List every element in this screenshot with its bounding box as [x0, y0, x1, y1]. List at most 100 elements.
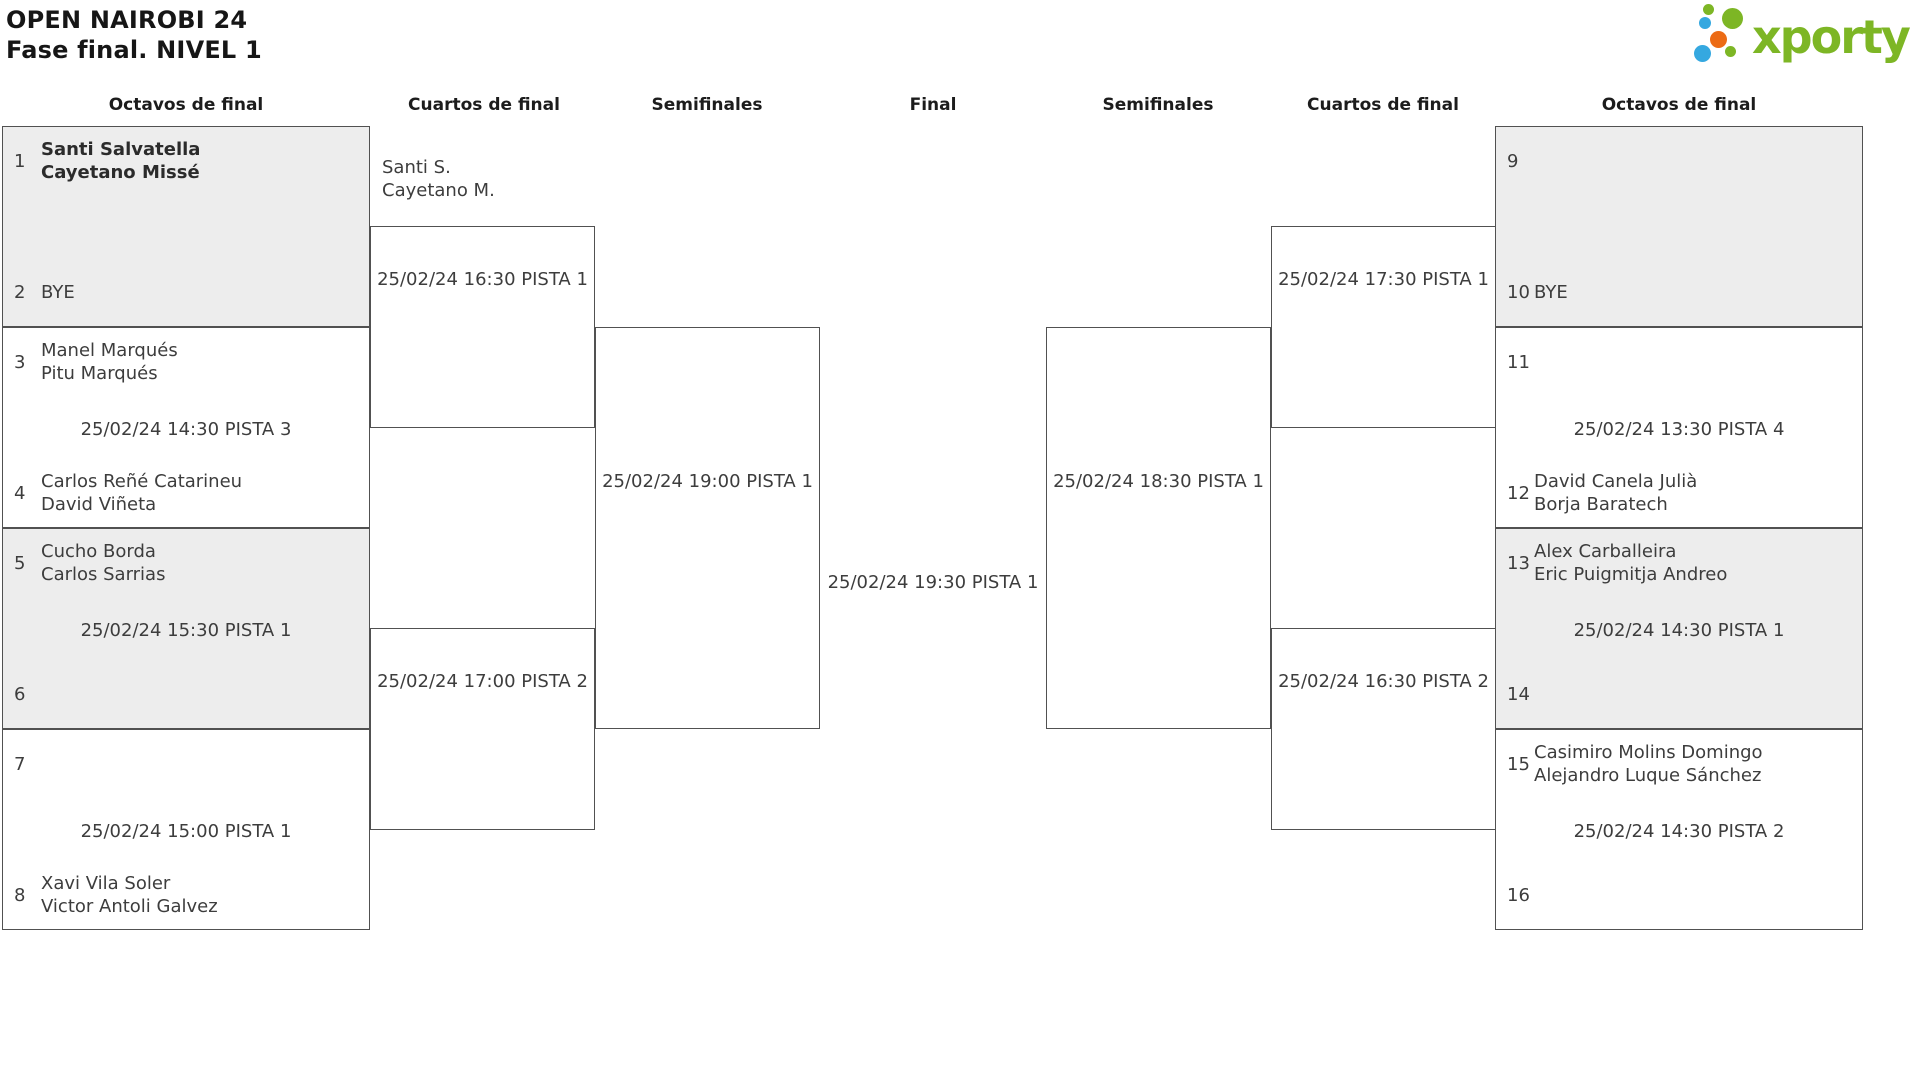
team-names: Casimiro Molins Domingo Alejandro Luque …	[1534, 741, 1763, 787]
match-slot: 10 BYE	[1496, 269, 1862, 315]
match-box-9-10[interactable]: 9 10 BYE	[1495, 126, 1863, 327]
team-name-line: Carlos Sarrias	[41, 564, 166, 585]
match-slot: 12 David Canela Julià Borja Baratech	[1496, 470, 1862, 516]
seed-number: 11	[1507, 351, 1530, 373]
match-slot: 7	[3, 741, 369, 787]
match-box-1-2[interactable]: 1 Santi Salvatella Cayetano Missé 2 BYE	[2, 126, 370, 327]
seed-number: 16	[1507, 884, 1530, 906]
seed-number: 6	[14, 683, 26, 705]
match-final[interactable]: 25/02/24 19:30 PISTA 1	[821, 572, 1045, 593]
match-slot: 5 Cucho Borda Carlos Sarrias	[3, 540, 369, 586]
xporty-logo: xporty	[1690, 0, 1918, 70]
seed-number: 13	[1507, 552, 1530, 574]
team-names: Manel Marqués Pitu Marqués	[41, 339, 178, 385]
logo-dot-blue-large	[1694, 45, 1711, 62]
round-header-cuartos-left: Cuartos de final	[408, 95, 560, 115]
round-header-semis-left: Semifinales	[651, 95, 763, 115]
seed-number: 4	[14, 482, 26, 504]
seed-number: 3	[14, 351, 26, 373]
team-name-line: Alex Carballeira	[1534, 541, 1677, 562]
match-time: 25/02/24 16:30 PISTA 2	[1278, 671, 1489, 692]
logo-dot-green-small-bottom	[1725, 46, 1736, 57]
team-names: Xavi Vila Soler Victor Antoli Galvez	[41, 872, 218, 918]
team-names: BYE	[1534, 281, 1568, 304]
team-name-line: Casimiro Molins Domingo	[1534, 742, 1763, 763]
match-box-semifinal-right[interactable]: 25/02/24 18:30 PISTA 1	[1046, 327, 1271, 729]
seed-number: 5	[14, 552, 26, 574]
match-box-semifinal-left[interactable]: 25/02/24 19:00 PISTA 1	[595, 327, 820, 729]
team-name-line: Cayetano Missé	[41, 162, 200, 183]
team-names: Carlos Reñé Catarineu David Viñeta	[41, 470, 242, 516]
team-names: Santi Salvatella Cayetano Missé	[41, 138, 200, 184]
team-name-line: Manel Marqués	[41, 340, 178, 361]
match-slot: 3 Manel Marqués Pitu Marqués	[3, 339, 369, 385]
match-time: 25/02/24 15:30 PISTA 1	[80, 620, 292, 641]
match-box-7-8[interactable]: 7 25/02/24 15:00 PISTA 1 8 Xavi Vila Sol…	[2, 729, 370, 930]
round-header-octavos-left: Octavos de final	[108, 95, 264, 115]
team-name-line: Cayetano M.	[382, 180, 495, 201]
match-time: 25/02/24 13:30 PISTA 4	[1573, 419, 1785, 440]
logo-text: xporty	[1752, 10, 1911, 64]
seed-number: 8	[14, 884, 26, 906]
seed-number: 7	[14, 753, 26, 775]
team-names: BYE	[41, 281, 75, 304]
team-names: Alex Carballeira Eric Puigmitja Andreo	[1534, 540, 1727, 586]
match-time: 25/02/24 16:30 PISTA 1	[377, 269, 588, 290]
seed-number: 2	[14, 281, 26, 303]
seed-number: 1	[14, 150, 26, 172]
match-box-qf-right-bottom[interactable]: 25/02/24 16:30 PISTA 2	[1271, 628, 1496, 830]
team-names: David Canela Julià Borja Baratech	[1534, 470, 1697, 516]
logo-dot-green-large	[1722, 8, 1743, 29]
team-name-line: Victor Antoli Galvez	[41, 896, 218, 917]
match-box-11-12[interactable]: 11 25/02/24 13:30 PISTA 4 12 David Canel…	[1495, 327, 1863, 528]
seed-number: 9	[1507, 150, 1519, 172]
team-name-line: Carlos Reñé Catarineu	[41, 471, 243, 492]
seed-number: 10	[1507, 281, 1530, 303]
match-time: 25/02/24 14:30 PISTA 1	[1573, 620, 1785, 641]
match-time: 25/02/24 15:00 PISTA 1	[80, 821, 292, 842]
match-slot: 8 Xavi Vila Soler Victor Antoli Galvez	[3, 872, 369, 918]
match-time: 25/02/24 14:30 PISTA 3	[80, 419, 292, 440]
tournament-subtitle: Fase final. NIVEL 1	[6, 36, 262, 64]
seed-number: 14	[1507, 683, 1530, 705]
match-box-qf-left-top[interactable]: 25/02/24 16:30 PISTA 1	[370, 226, 595, 428]
match-box-qf-left-bottom[interactable]: 25/02/24 17:00 PISTA 2	[370, 628, 595, 830]
team-name-line: Alejandro Luque Sánchez	[1534, 765, 1762, 786]
match-time: 25/02/24 19:00 PISTA 1	[602, 471, 813, 492]
match-slot: 15 Casimiro Molins Domingo Alejandro Luq…	[1496, 741, 1862, 787]
logo-dot-green-small-top	[1703, 4, 1714, 15]
team-name-line: Eric Puigmitja Andreo	[1534, 564, 1728, 585]
match-slot: 1 Santi Salvatella Cayetano Missé	[3, 138, 369, 184]
match-slot: 13 Alex Carballeira Eric Puigmitja Andre…	[1496, 540, 1862, 586]
match-slot: 16	[1496, 872, 1862, 918]
team-name-line: Santi S.	[382, 157, 451, 178]
team-name-line: Santi Salvatella	[41, 139, 201, 160]
team-name-line: David Viñeta	[41, 494, 157, 515]
match-box-15-16[interactable]: 15 Casimiro Molins Domingo Alejandro Luq…	[1495, 729, 1863, 930]
match-slot: 11	[1496, 339, 1862, 385]
match-time: 25/02/24 17:30 PISTA 1	[1278, 269, 1489, 290]
match-box-3-4[interactable]: 3 Manel Marqués Pitu Marqués 25/02/24 14…	[2, 327, 370, 528]
match-slot: 6	[3, 671, 369, 717]
match-slot: 14	[1496, 671, 1862, 717]
team-name-line: BYE	[41, 281, 75, 303]
match-time: 25/02/24 19:30 PISTA 1	[827, 572, 1039, 593]
logo-dot-orange	[1710, 31, 1727, 48]
round-header-final: Final	[909, 95, 957, 115]
tournament-title-block: OPEN NAIROBI 24 Fase final. NIVEL 1	[6, 5, 262, 65]
match-box-qf-right-top[interactable]: 25/02/24 17:30 PISTA 1	[1271, 226, 1496, 428]
tournament-title: OPEN NAIROBI 24	[6, 6, 248, 34]
match-slot: 2 BYE	[3, 269, 369, 315]
advancing-team-label: Santi S. Cayetano M.	[382, 156, 495, 202]
round-header-octavos-right: Octavos de final	[1601, 95, 1757, 115]
seed-number: 15	[1507, 753, 1530, 775]
match-slot: 4 Carlos Reñé Catarineu David Viñeta	[3, 470, 369, 516]
match-box-13-14[interactable]: 13 Alex Carballeira Eric Puigmitja Andre…	[1495, 528, 1863, 729]
round-header-cuartos-right: Cuartos de final	[1307, 95, 1459, 115]
match-box-5-6[interactable]: 5 Cucho Borda Carlos Sarrias 25/02/24 15…	[2, 528, 370, 729]
team-name-line: Xavi Vila Soler	[41, 873, 171, 894]
logo-dot-blue-small	[1699, 17, 1711, 29]
team-names: Cucho Borda Carlos Sarrias	[41, 540, 165, 586]
match-time: 25/02/24 18:30 PISTA 1	[1053, 471, 1264, 492]
